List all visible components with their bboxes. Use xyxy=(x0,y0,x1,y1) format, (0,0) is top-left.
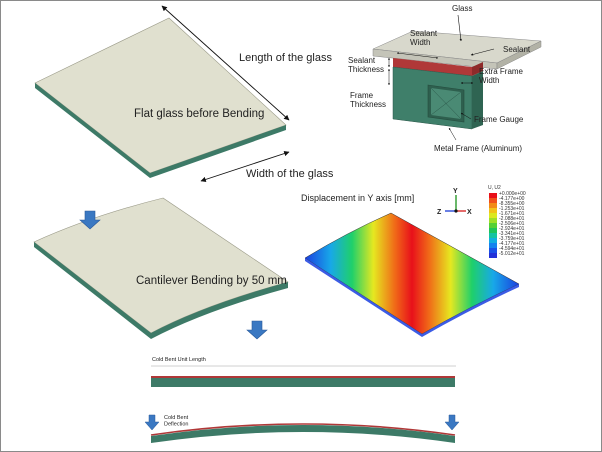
legend-swatch xyxy=(489,248,497,253)
flat-unit-strip xyxy=(151,376,455,387)
legend-swatch xyxy=(489,198,497,203)
legend-value: -3.759e+01 xyxy=(499,236,525,242)
legend-value: -3.341e+01 xyxy=(499,231,525,237)
axis-y-label: Y xyxy=(453,188,458,195)
legend-swatch xyxy=(489,223,497,228)
legend-value: -2.924e+01 xyxy=(499,226,525,232)
bent-glass-plate xyxy=(33,197,289,339)
flat-glass-label: Flat glass before Bending xyxy=(134,108,264,120)
glass-label: Glass xyxy=(452,4,472,13)
legend-swatch xyxy=(489,228,497,233)
fem-displacement-plot xyxy=(304,212,520,337)
axis-triad xyxy=(445,195,466,213)
axis-x-label: X xyxy=(467,209,472,216)
bottom-push-arrow xyxy=(246,320,268,340)
top-push-arrow xyxy=(79,210,101,230)
bent-unit-strip xyxy=(150,423,456,443)
left-deflection-arrow xyxy=(144,414,160,431)
frame-cross-section xyxy=(372,30,542,130)
legend-value: -8.355e+00 xyxy=(499,201,525,207)
legend-value: -5.012e+01 xyxy=(499,251,525,257)
length-of-glass-label: Length of the glass xyxy=(239,52,332,64)
legend-swatches xyxy=(489,193,497,258)
flat-glass-plate xyxy=(34,17,287,178)
width-dimension-arrow xyxy=(200,150,290,183)
legend-value: -4.177e+00 xyxy=(499,196,525,202)
length-dimension-arrow xyxy=(161,5,290,121)
legend-value: -2.088e+01 xyxy=(499,216,525,222)
legend-swatch xyxy=(489,238,497,243)
sealant-leader xyxy=(470,48,495,56)
metal-frame-leader xyxy=(448,127,457,141)
legend: U, U2 +0.000e+00-4.177e+00-8.355e+00-1.2… xyxy=(488,185,526,258)
legend-value: -4.594e+01 xyxy=(499,246,525,252)
legend-title: U, U2 xyxy=(488,185,501,191)
glass-leader xyxy=(457,14,462,42)
legend-values: +0.000e+00-4.177e+00-8.355e+00-1.253e+01… xyxy=(499,191,526,257)
legend-swatch xyxy=(489,233,497,238)
legend-value: -4.177e+01 xyxy=(499,241,525,247)
legend-swatch xyxy=(489,203,497,208)
legend-swatch xyxy=(489,253,497,258)
legend-swatch xyxy=(489,208,497,213)
metal-frame-label: Metal Frame (Aluminum) xyxy=(434,144,522,153)
axis-z-label: Z xyxy=(437,209,442,216)
frame-gauge-leader xyxy=(460,112,472,120)
legend-value: -1.671e+01 xyxy=(499,211,525,217)
legend-value: +0.000e+00 xyxy=(499,191,526,197)
sealant-width-arrow xyxy=(396,52,439,59)
sealant-label: Sealant xyxy=(503,45,531,54)
legend-value: -1.253e+01 xyxy=(499,206,525,212)
cold-bent-length-label: Cold Bent Unit Length xyxy=(152,357,206,363)
right-deflection-arrow xyxy=(444,414,460,431)
frame-gauge-label: Frame Gauge xyxy=(474,115,524,124)
width-of-glass-label: Width of the glass xyxy=(246,168,334,180)
legend-swatch xyxy=(489,193,497,198)
legend-swatch xyxy=(489,243,497,248)
legend-swatch xyxy=(489,218,497,223)
displacement-title: Displacement in Y axis [mm] xyxy=(301,193,414,203)
cantilever-label: Cantilever Bending by 50 mm xyxy=(136,275,287,287)
legend-swatch xyxy=(489,213,497,218)
legend-value: -2.506e+01 xyxy=(499,221,525,227)
